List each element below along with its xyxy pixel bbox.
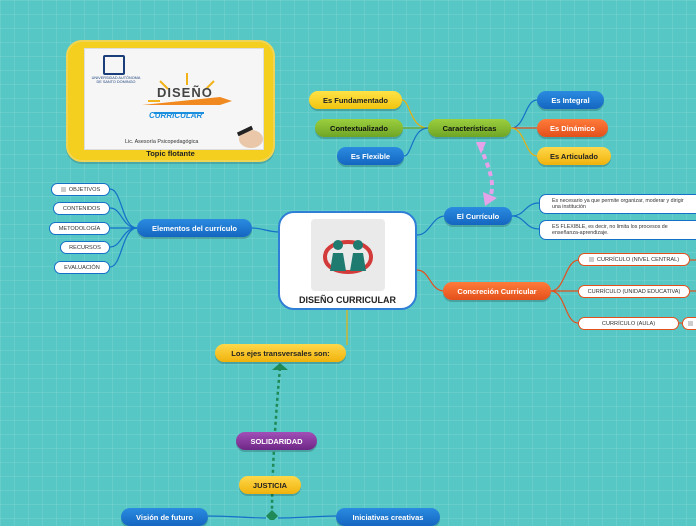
contextualizado-node[interactable]: Contextualizado [315, 119, 403, 137]
solidaridad-node[interactable]: SOLIDARIDAD [236, 432, 317, 450]
topic-label: Topic flotante [146, 149, 195, 158]
justicia-node[interactable]: JUSTICIA [239, 476, 301, 494]
es-integral-node[interactable]: Es Integral [537, 91, 604, 109]
floating-topic[interactable]: UNIVERSIDAD AUTÓNOMA DE SANTO DOMINGO DI… [66, 40, 275, 162]
sun-icon [142, 73, 232, 114]
caracteristicas-node[interactable]: Características [428, 119, 511, 137]
ejes-transversales-node[interactable]: Los ejes transversales son: [215, 344, 346, 362]
es-dinamico-node[interactable]: Es Dinámico [537, 119, 608, 137]
objetivos-node[interactable]: OBJETIVOS [51, 183, 110, 196]
topic-image: UNIVERSIDAD AUTÓNOMA DE SANTO DOMINGO DI… [84, 48, 264, 150]
evaluacion-node[interactable]: EVALUACIÓN [54, 261, 110, 274]
image-credit: Lic. Asesoría Psicopedagógica [125, 139, 199, 145]
vision-de-futuro-node[interactable]: Visión de futuro [121, 508, 208, 526]
people-group-icon [323, 240, 373, 274]
curriculo-unidad-educativa-label: CURRÍCULO (UNIDAD EDUCATIVA) [587, 288, 681, 295]
central-topic[interactable]: DISEÑO CURRICULAR [278, 211, 417, 310]
curriculo-aula-label: CURRÍCULO (AULA) [601, 320, 656, 327]
central-image [311, 219, 385, 291]
curriculo-aula-child-node[interactable] [682, 317, 696, 330]
elementos-del-curriculo-node[interactable]: Elementos del currículo [137, 219, 252, 237]
curriculo-note-1[interactable]: Es necesario ya que permite organizar, m… [539, 194, 696, 214]
es-articulado-node[interactable]: Es Articulado [537, 147, 611, 165]
image-title-main: DISEÑO [157, 85, 213, 100]
hand-drawing-icon [236, 125, 263, 148]
central-topic-label: DISEÑO CURRICULAR [298, 295, 396, 305]
curriculo-aula-node[interactable]: CURRÍCULO (AULA) [578, 317, 679, 330]
es-fundamentado-node[interactable]: Es Fundamentado [309, 91, 402, 109]
recursos-node[interactable]: RECURSOS [60, 241, 110, 254]
iniciativas-creativas-node[interactable]: Iniciativas creativas [336, 508, 440, 526]
es-flexible-node[interactable]: Es Flexible [337, 147, 404, 165]
image-title-sub: CURRICULAR [149, 111, 203, 120]
note-icon [60, 187, 66, 192]
note-icon [688, 321, 693, 326]
curriculo-unidad-educativa-node[interactable]: CURRÍCULO (UNIDAD EDUCATIVA) [578, 285, 690, 298]
university-name: UNIVERSIDAD AUTÓNOMA DE SANTO DOMINGO [91, 76, 141, 85]
el-curriculo-node[interactable]: El Currículo [444, 207, 512, 225]
curriculo-nivel-central-node[interactable]: CURRÍCULO (NIVEL CENTRAL) [578, 253, 690, 266]
metodologia-node[interactable]: METODOLOGÍA [49, 222, 110, 235]
contenidos-node[interactable]: CONTENIDOS [53, 202, 110, 215]
curriculo-nivel-central-label: CURRÍCULO (NIVEL CENTRAL) [596, 256, 680, 263]
objetivos-label: OBJETIVOS [68, 186, 101, 193]
university-logo-icon [103, 55, 125, 75]
note-icon [588, 257, 594, 262]
concrecion-curricular-node[interactable]: Concreción Curricular [443, 282, 551, 300]
curriculo-note-2[interactable]: ES FLEXIBLE, es decir, no limita los pro… [539, 220, 696, 240]
